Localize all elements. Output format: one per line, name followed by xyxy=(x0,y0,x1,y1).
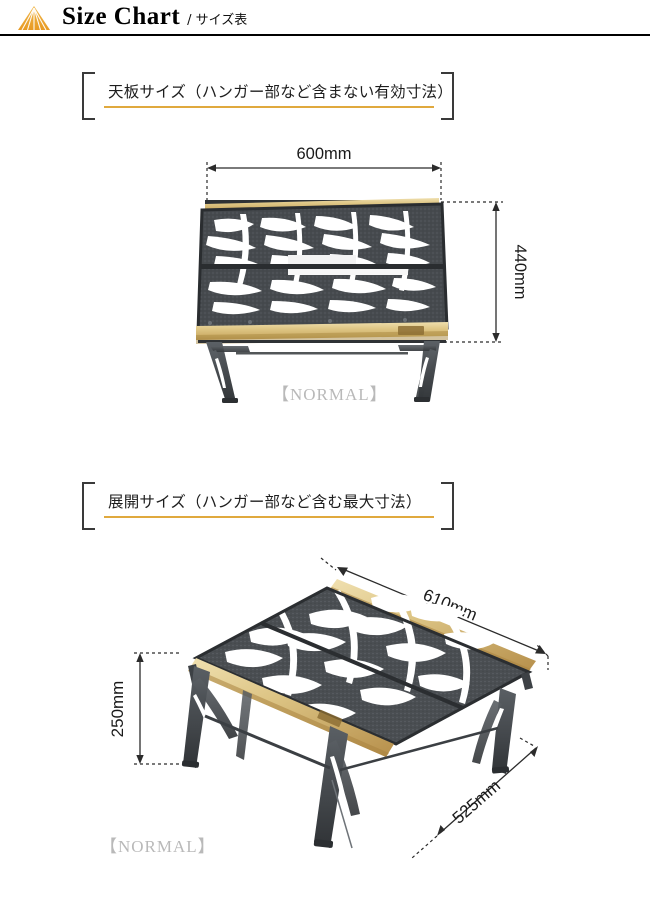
page-title-main: Size Chart xyxy=(62,3,181,30)
dimension-height-250 xyxy=(134,652,186,765)
dimension-width-600 xyxy=(206,162,442,210)
page-title: Size Chart / サイズ表 xyxy=(62,2,247,36)
tent-fan-logo-icon xyxy=(14,5,54,31)
normal-label-tabletop: 【NORMAL】 xyxy=(272,385,388,404)
section-underline xyxy=(104,106,434,108)
section-underline xyxy=(104,516,434,518)
dimension-depth-525 xyxy=(411,737,538,859)
section-heading-expanded-size: 展開サイズ（ハンガー部など含む最大寸法） xyxy=(82,482,454,530)
header-divider xyxy=(0,34,650,36)
figure-tabletop-size: 600mm 440mm xyxy=(0,140,650,430)
dimension-label-height: 250mm xyxy=(108,681,127,738)
dimension-label-depth: 440mm xyxy=(511,244,529,299)
bracket-left-icon xyxy=(82,72,95,120)
section-label: 天板サイズ（ハンガー部など含まない有効寸法） xyxy=(108,83,453,101)
product-image-table-perspective xyxy=(181,579,536,849)
product-image-table-front xyxy=(196,198,449,403)
bracket-left-icon xyxy=(82,482,95,530)
normal-label-expanded: 【NORMAL】 xyxy=(100,837,216,856)
page-header: Size Chart / サイズ表 xyxy=(0,0,650,35)
section-heading-tabletop-size: 天板サイズ（ハンガー部など含まない有効寸法） xyxy=(82,72,454,120)
dimension-label-depth: 525mm xyxy=(449,776,504,828)
bracket-right-icon xyxy=(441,72,454,120)
bracket-right-icon xyxy=(441,482,454,530)
section-label: 展開サイズ（ハンガー部など含む最大寸法） xyxy=(108,493,422,511)
dimension-label-width: 600mm xyxy=(296,145,351,163)
figure-expanded-size: 610mm 250mm 525mm xyxy=(0,548,650,888)
page-title-subtitle: / サイズ表 xyxy=(187,13,248,28)
